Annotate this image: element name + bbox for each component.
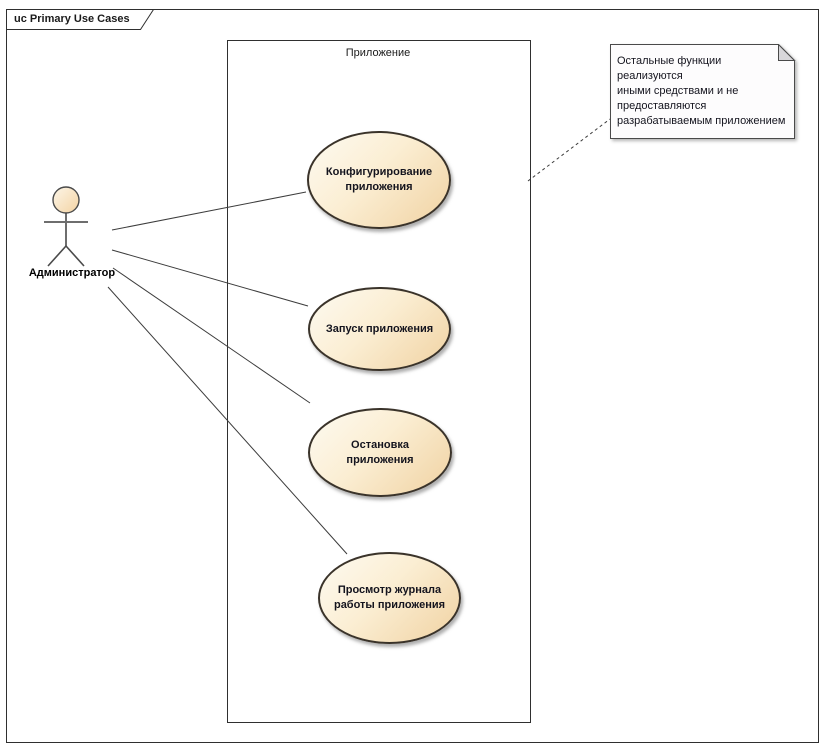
note-fold-corner xyxy=(778,44,796,61)
usecase-view-log[interactable]: Просмотр журнала работы приложения xyxy=(318,552,461,644)
actor-administrator[interactable] xyxy=(36,183,106,267)
note-text: Остальные функции реализуются иными сред… xyxy=(617,55,786,127)
usecase-label: Остановка приложения xyxy=(346,438,414,466)
usecase-configure-application[interactable]: Конфигурирование приложения xyxy=(307,131,451,229)
frame-label-pentagon xyxy=(6,9,155,30)
usecase-stop-application[interactable]: Остановка приложения xyxy=(308,408,452,497)
actor-head xyxy=(52,186,80,214)
usecase-start-application[interactable]: Запуск приложения xyxy=(308,287,451,371)
actor-leg-right xyxy=(65,245,85,267)
system-boundary-label: Приложение xyxy=(345,47,411,59)
actor-leg-left xyxy=(47,245,67,267)
usecase-label: Конфигурирование приложения xyxy=(325,166,433,193)
actor-label: Администратор xyxy=(28,267,116,279)
note-shape[interactable] xyxy=(610,44,796,140)
usecase-label: Просмотр журнала работы приложения xyxy=(333,584,446,611)
usecase-label: Запуск приложения xyxy=(325,322,434,335)
frame-title: uc Primary Use Cases xyxy=(14,13,130,25)
